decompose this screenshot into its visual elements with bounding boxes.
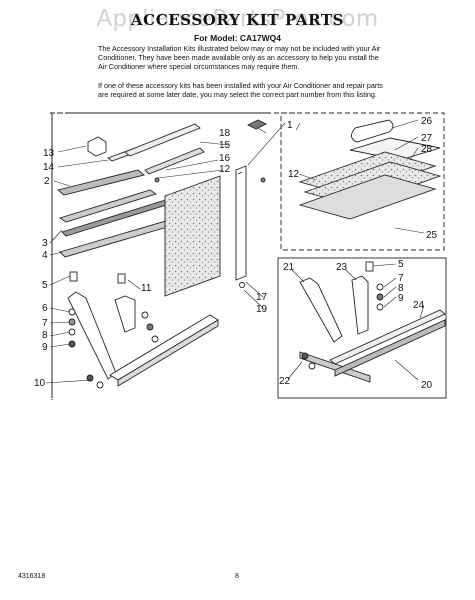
leader-lines-lower-right <box>287 263 425 381</box>
callout-13: 13 <box>43 148 55 159</box>
callout-15: 15 <box>219 140 231 151</box>
callout-7-left: 7 <box>42 318 48 329</box>
page-number: 8 <box>235 573 239 580</box>
callout-5-left: 5 <box>42 280 48 291</box>
callout-12-right: 12 <box>288 169 300 180</box>
callout-8-left: 8 <box>42 330 48 341</box>
lower-right-kit <box>277 257 447 399</box>
callout-3: 3 <box>42 238 48 249</box>
callout-5-right: 5 <box>398 259 404 270</box>
callout-12-left: 12 <box>219 164 231 175</box>
callout-labels: 13 14 2 3 4 5 6 7 8 9 10 11 18 1 15 16 1… <box>34 116 438 391</box>
model-number: For Model: CA17WQ4 <box>194 33 281 43</box>
leader-lines-upper-right <box>295 119 425 234</box>
watermark: AppliancePartsPros.com <box>96 6 379 32</box>
instructions-paragraph: If one of these accessory kits has been … <box>98 81 383 99</box>
callout-14: 14 <box>43 162 55 173</box>
callout-7-right: 7 <box>398 273 404 284</box>
callout-22: 22 <box>279 376 291 387</box>
callout-25: 25 <box>426 230 438 241</box>
callout-8-right: 8 <box>398 283 404 294</box>
callout-19: 19 <box>256 304 268 315</box>
callout-1: 1 <box>287 120 293 131</box>
callout-9-right: 9 <box>398 293 404 304</box>
callout-11: 11 <box>141 283 152 294</box>
callout-10: 10 <box>34 378 46 389</box>
callout-26: 26 <box>421 116 433 127</box>
callout-9-left: 9 <box>42 342 48 353</box>
callout-27: 27 <box>421 133 433 144</box>
callout-16: 16 <box>219 153 231 164</box>
callout-23: 23 <box>336 262 348 273</box>
callout-20: 20 <box>421 380 433 391</box>
callout-4: 4 <box>42 250 48 261</box>
upper-right-kit <box>280 112 445 251</box>
callout-6: 6 <box>42 303 48 314</box>
callout-21: 21 <box>283 262 295 273</box>
document-number: 4316318 <box>18 573 46 580</box>
leader-lines-main <box>45 122 286 384</box>
callout-18: 18 <box>219 128 231 139</box>
callout-17: 17 <box>256 292 268 303</box>
page-title: ACCESSORY KIT PARTS <box>130 11 345 29</box>
callout-28: 28 <box>421 144 433 155</box>
main-kit-box <box>50 112 296 400</box>
callout-2: 2 <box>44 176 50 187</box>
main-kit-parts <box>57 119 268 389</box>
intro-paragraph: The Accessory Installation Kits illustra… <box>98 44 381 71</box>
callout-24: 24 <box>413 300 425 311</box>
